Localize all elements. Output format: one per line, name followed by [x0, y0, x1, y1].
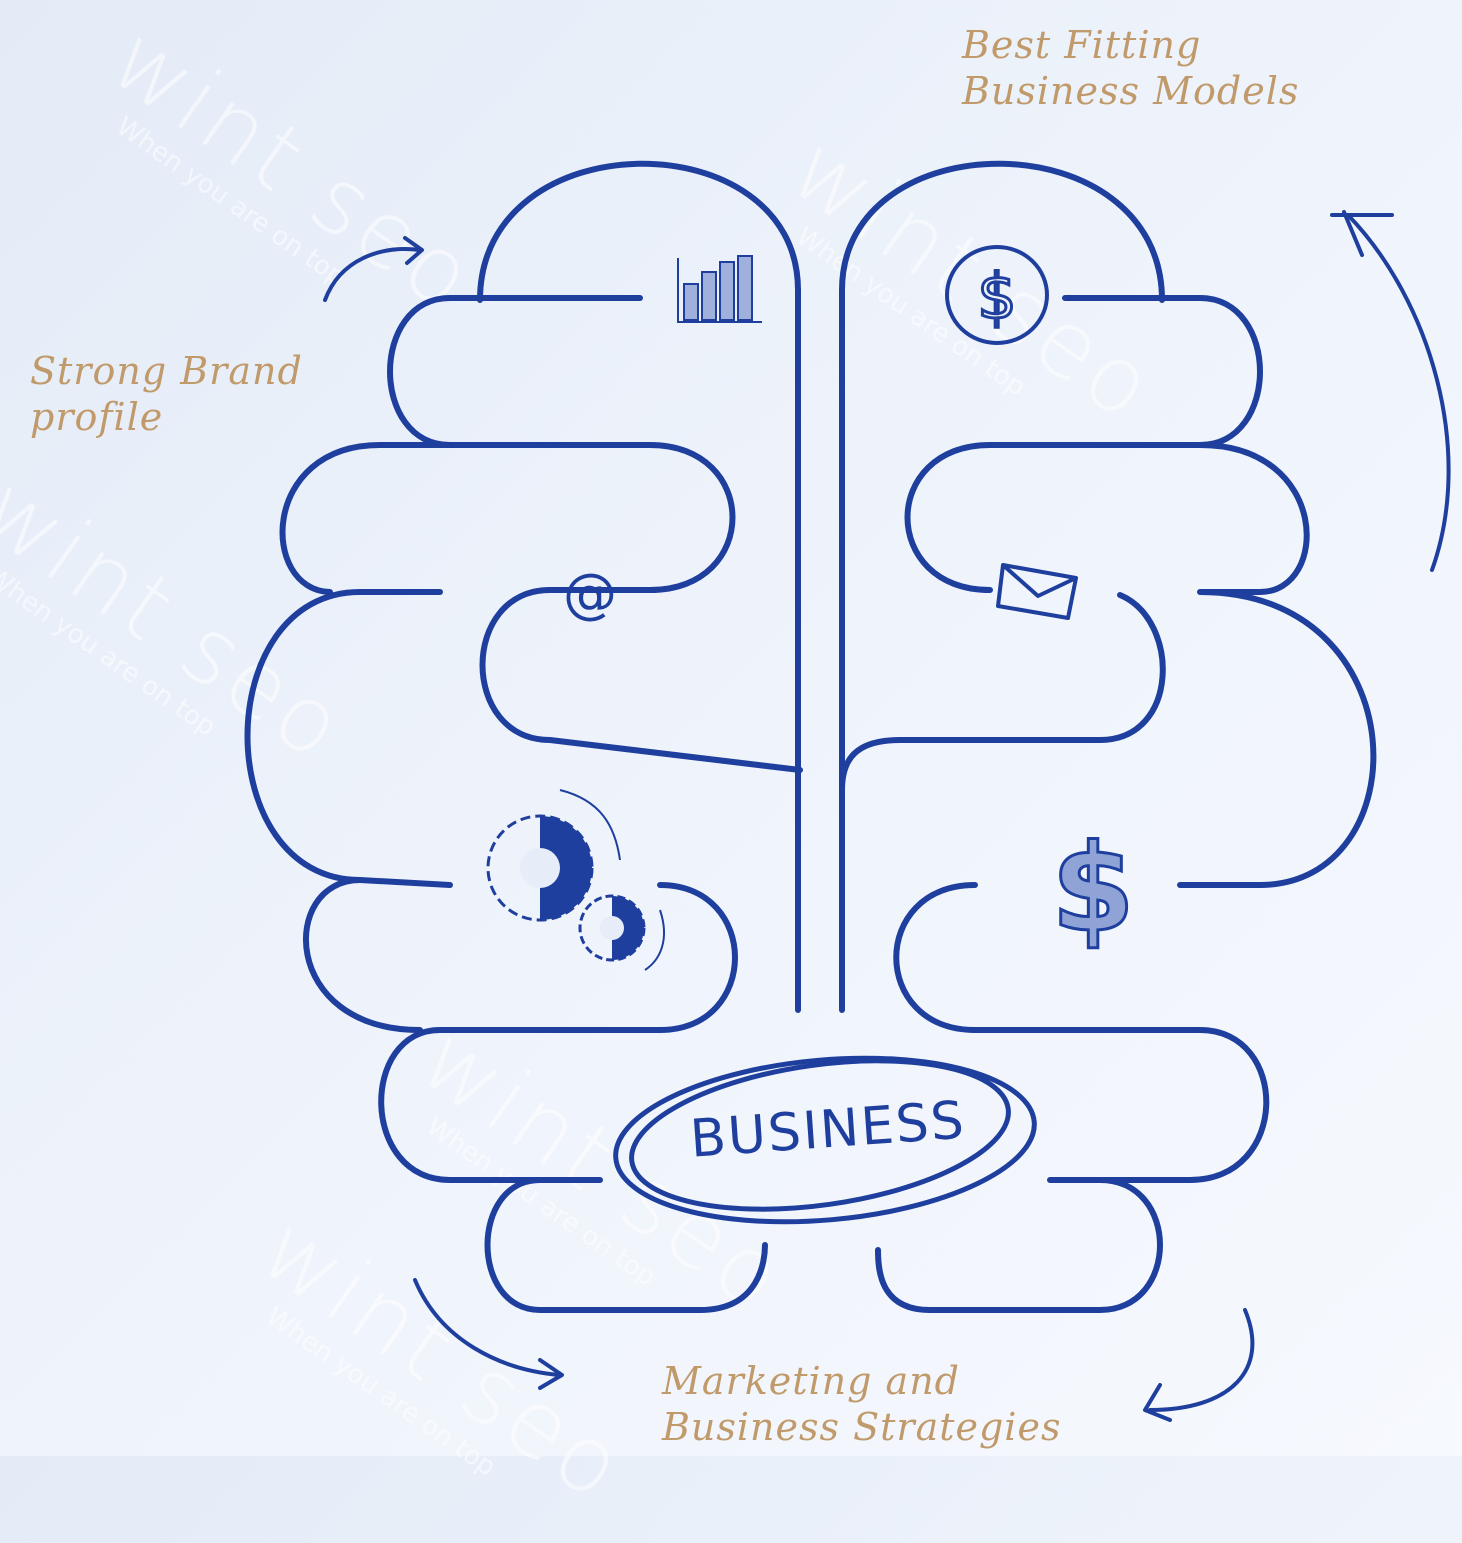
arrow-bottom-right-curve: [1148, 1308, 1255, 1412]
arrow-bottom-left-head: [538, 1358, 564, 1390]
right-fold-5: [875, 1177, 1163, 1313]
svg-text:@: @: [563, 562, 617, 625]
right-fold-3: [1177, 442, 1377, 888]
right-fold-2: [839, 592, 1166, 793]
dollar-sign-icon: $: [1050, 819, 1137, 961]
arrow-right-curve: [1346, 213, 1451, 572]
label-left-line2: profile: [30, 395, 164, 439]
svg-text:$: $: [1051, 820, 1135, 959]
arrow-bottom-left-curve: [413, 1278, 562, 1377]
business-ellipse: [613, 1055, 1037, 1225]
left-fold-4: [378, 882, 738, 1183]
left-top-lobe: [477, 160, 801, 1013]
arrow-left-head: [403, 236, 424, 265]
arrow-right-head: [1330, 210, 1394, 257]
arrow-bottom-right-head: [1143, 1383, 1172, 1422]
label-bottom-line1: Marketing and: [662, 1359, 960, 1403]
envelope-icon: [996, 563, 1078, 620]
svg-text:$: $: [977, 260, 1016, 333]
dollar-coin-icon: $: [945, 245, 1049, 345]
left-fold-1: [387, 295, 803, 773]
label-left: Strong Brand profile: [30, 348, 303, 440]
diagram-canvas: wint seo When you are on top wint seo Wh…: [30, 22, 1451, 1450]
left-fold-3: [279, 442, 453, 595]
left-fold-6: [484, 1177, 768, 1313]
bar-chart-icon: [677, 255, 762, 323]
label-top-right: Best Fitting Business Models: [962, 22, 1299, 114]
label-left-line1: Strong Brand: [30, 349, 303, 393]
right-fold-1: [904, 295, 1263, 593]
left-fold-2: [244, 589, 453, 888]
label-top-right-line1: Best Fitting: [962, 23, 1202, 67]
label-top-right-line2: Business Models: [962, 69, 1300, 113]
brain-outline: $ @ $: [244, 160, 1451, 1422]
at-sign-icon: @: [563, 562, 617, 625]
right-top-lobe: [839, 160, 1165, 1013]
arrow-left-curve: [323, 247, 422, 302]
right-fold-4: [893, 882, 1270, 1183]
label-bottom: Marketing and Business Strategies: [662, 1358, 1061, 1450]
left-fold-5: [303, 877, 423, 1033]
gears-icon: [486, 789, 665, 971]
label-bottom-line2: Business Strategies: [662, 1405, 1062, 1449]
